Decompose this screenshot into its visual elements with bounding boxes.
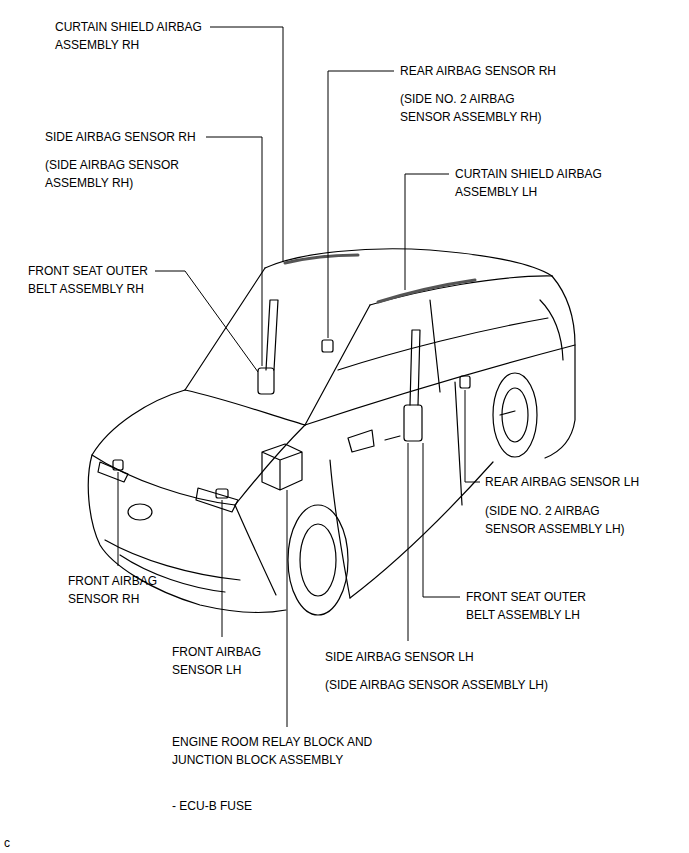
door-handle — [385, 436, 400, 440]
leader-line — [222, 500, 223, 637]
part-label: CURTAIN SHIELD AIRBAG ASSEMBLY LH — [455, 165, 640, 201]
part-label: (SIDE AIRBAG SENSOR ASSEMBLY RH) — [45, 156, 210, 192]
part-label: FRONT AIRBAG SENSOR LH — [172, 643, 287, 679]
headlight — [196, 488, 238, 512]
roof-edge — [370, 276, 552, 305]
leader-line — [465, 390, 480, 482]
rear-wheel — [493, 373, 537, 457]
door-line — [455, 382, 462, 505]
front-wheel-rim — [300, 524, 336, 596]
part-label: SIDE AIRBAG SENSOR LH — [325, 648, 565, 666]
rear-sensor-rh — [322, 340, 333, 352]
part-label: SIDE AIRBAG SENSOR RH — [45, 128, 245, 146]
part-label: (SIDE NO. 2 AIRBAG SENSOR ASSEMBLY LH) — [485, 502, 640, 538]
part-label: FRONT AIRBAG SENSOR RH — [68, 572, 183, 608]
leader-line — [408, 443, 409, 641]
part-label: REAR AIRBAG SENSOR RH — [400, 62, 640, 80]
part-label: FRONT SEAT OUTER BELT ASSEMBLY RH — [28, 262, 166, 298]
belt-webbing-lh — [410, 330, 420, 405]
window-line — [338, 318, 548, 370]
emblem — [128, 504, 152, 520]
leader-line — [405, 174, 449, 290]
hood-front — [92, 455, 235, 505]
rear-body — [545, 276, 575, 458]
part-label: - ECU-B FUSE — [172, 797, 372, 815]
leader-line — [118, 472, 119, 566]
leader-line — [423, 443, 460, 597]
part-label: (SIDE NO. 2 AIRBAG SENSOR ASSEMBLY RH) — [400, 90, 555, 126]
part-label: c — [4, 834, 44, 852]
leader-line — [328, 71, 394, 338]
part-label: ENGINE ROOM RELAY BLOCK AND JUNCTION BLO… — [172, 733, 402, 769]
belt-retractor-rh — [258, 368, 274, 394]
roof-edge — [265, 249, 552, 276]
part-label: REAR AIRBAG SENSOR LH — [485, 473, 675, 491]
side-mirror — [348, 430, 374, 452]
fender — [235, 505, 276, 595]
leader-line — [287, 490, 288, 727]
cowl — [185, 390, 305, 425]
rear-wheel-rim — [502, 388, 528, 442]
curtain-airbag-lh — [378, 280, 475, 302]
leader-line — [155, 271, 258, 372]
relay-block — [262, 444, 302, 490]
belt-retractor-lh — [404, 405, 422, 441]
front-sensor-rh — [113, 460, 123, 470]
front-sensor-lh — [216, 489, 228, 498]
belt-line — [305, 345, 575, 425]
leader-line — [210, 27, 283, 262]
curtain-airbag-rh — [285, 255, 358, 263]
hood-edge — [235, 425, 305, 505]
a-pillar — [185, 268, 265, 390]
part-label: CURTAIN SHIELD AIRBAG ASSEMBLY RH — [55, 18, 240, 54]
front-wheel — [288, 505, 348, 615]
rear-sensor-lh — [460, 376, 470, 388]
leader-line — [206, 137, 262, 366]
belt-webbing-rh — [266, 300, 278, 370]
part-label: (SIDE AIRBAG SENSOR ASSEMBLY LH) — [325, 676, 625, 694]
b-pillar — [430, 300, 440, 392]
part-label: FRONT SEAT OUTER BELT ASSEMBLY LH — [466, 588, 604, 624]
